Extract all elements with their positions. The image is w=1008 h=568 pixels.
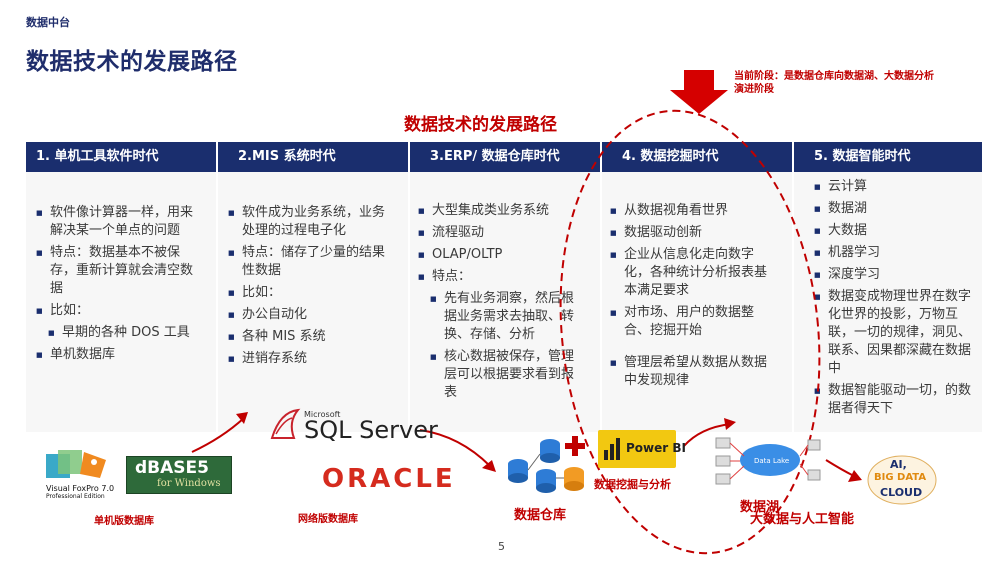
list-item: 数据变成物理世界在数字化世界的投影，万物互联，一切的规律，洞见、联系、因果都深藏… (814, 288, 974, 378)
list-item: 数据驱动创新 (610, 224, 774, 242)
era-2-list: 软件成为业务系统，业务处理的过程电子化 特点：储存了少量的结果性数据 比如： 办… (228, 204, 388, 372)
arrow-4 (825, 459, 855, 477)
brand-label: 数据中台 (26, 16, 70, 29)
foxpro-icon (46, 450, 106, 478)
era-3-header: 3.ERP/ 数据仓库时代 (430, 149, 560, 164)
data-lake-icon: Data Lake (715, 437, 821, 485)
database-cluster-icon (508, 439, 584, 493)
caption-datalake: 数据湖 (740, 500, 780, 515)
list-item: 云计算 (814, 178, 974, 196)
list-item: 进销存系统 (228, 350, 388, 368)
sql-server-logo: Microsoft SQL Server (268, 408, 438, 448)
divider (600, 142, 602, 172)
sql-server-icon (270, 408, 301, 439)
page-title: 数据技术的发展路径 (26, 49, 238, 75)
era-4-header: 4. 数据挖掘时代 (622, 149, 719, 164)
list-item: 特点：储存了少量的结果性数据 (228, 244, 388, 280)
divider (792, 142, 794, 172)
stage-note: 当前阶段：是数据仓库向数据湖、大数据分析演进阶段 (734, 71, 934, 95)
list-item: 软件像计算器一样，用来解决某一个单点的问题 (36, 204, 198, 240)
list-item: 数据湖 (814, 200, 974, 218)
caption-standalone-db: 单机版数据库 (94, 516, 154, 527)
power-bi-label: Power BI (626, 441, 686, 455)
list-item: 软件成为业务系统，业务处理的过程电子化 (228, 204, 388, 240)
list-item: 对市场、用户的数据整合、挖掘开始 (610, 304, 774, 340)
arrow-2 (419, 429, 491, 467)
list-item: 大数据 (814, 222, 974, 240)
sql-server-label: SQL Server (304, 416, 438, 444)
list-item: 管理层希望从数据从数据中发现规律 (610, 354, 774, 390)
down-arrow-icon (670, 70, 728, 114)
visual-foxpro-logo: Visual FoxPro 7.0 Professional Edition (44, 448, 114, 500)
list-item: 单机数据库 (36, 346, 198, 364)
list-item: 从数据视角看世界 (610, 202, 774, 220)
list-item: 大型集成类业务系统 (418, 202, 586, 220)
sql-microsoft-label: Microsoft (304, 410, 341, 419)
list-item: 特点：数据基本不被保存，重新计算就会清空数据 (36, 244, 198, 298)
era-4-list: 从数据视角看世界 数据驱动创新 企业从信息化走向数字化，各种统计分析报表基本满足… (610, 202, 774, 394)
bigdata-label: BIG DATA (874, 472, 927, 483)
arrow-4-head (848, 470, 862, 482)
era-2-header: 2.MIS 系统时代 (238, 149, 336, 164)
data-lake-label: Data Lake (754, 457, 789, 465)
caption-network-db: 网络版数据库 (298, 514, 358, 525)
era-5-header: 5. 数据智能时代 (814, 149, 911, 164)
arrow-1-head (236, 412, 248, 424)
list-item: OLAP/OLTP (418, 246, 586, 264)
ai-bigdata-cloud-logo: AI, BIG DATA CLOUD (862, 448, 942, 508)
cloud-icon (867, 455, 937, 505)
list-item: 办公自动化 (228, 306, 388, 324)
list-item: 比如： (228, 284, 388, 302)
caption-mining: 数据挖掘与分析 (594, 478, 671, 491)
divider (408, 142, 410, 172)
era-1-header: 1. 单机工具软件时代 (36, 149, 159, 164)
ai-label: AI, (890, 458, 907, 471)
era-3-list: 大型集成类业务系统 流程驱动 OLAP/OLTP 特点： 先有业务洞察，然后根据… (418, 202, 586, 406)
foxpro-edition: Professional Edition (46, 493, 105, 500)
dbase-title: dBASE5 (135, 458, 209, 478)
focus-ellipse (559, 109, 821, 555)
arrow-2-head (482, 460, 496, 472)
list-item: 企业从信息化走向数字化，各种统计分析报表基本满足要求 (610, 246, 774, 300)
caption-bigdata-ai: 大数据与人工智能 (750, 512, 855, 527)
list-item: 特点： (418, 268, 586, 286)
divider (216, 142, 218, 172)
arrow-3 (683, 423, 731, 447)
list-item: 早期的各种 DOS 工具 (36, 324, 198, 342)
arrow-3-head (724, 418, 736, 430)
cloud-label: CLOUD (880, 486, 923, 499)
list-item: 深度学习 (814, 266, 974, 284)
list-item: 流程驱动 (418, 224, 586, 242)
page-number: 5 (498, 540, 505, 553)
foxpro-label: Visual FoxPro 7.0 (46, 484, 115, 493)
list-item: 比如： (36, 302, 198, 320)
list-item: 先有业务洞察，然后根据业务需求去抽取、转换、存储、分析 (418, 290, 586, 344)
power-bi-icon (604, 438, 620, 460)
list-item: 各种 MIS 系统 (228, 328, 388, 346)
caption-warehouse: 数据仓库 (514, 508, 567, 523)
plus-icon (565, 443, 585, 449)
dbase-logo: dBASE5 for Windows (126, 456, 232, 494)
arrow-1 (191, 417, 245, 453)
era-5-list: 云计算 数据湖 大数据 机器学习 深度学习 数据变成物理世界在数字化世界的投影，… (814, 178, 974, 422)
list-item: 机器学习 (814, 244, 974, 262)
list-item: 核心数据被保存，管理层可以根据要求看到报表 (418, 348, 586, 402)
era-1-list: 软件像计算器一样，用来解决某一个单点的问题 特点：数据基本不被保存，重新计算就会… (36, 204, 198, 368)
dbase-subtitle: for Windows (157, 478, 221, 489)
power-bi-logo: Power BI (598, 430, 686, 468)
era-header-bar: 1. 单机工具软件时代 2.MIS 系统时代 3.ERP/ 数据仓库时代 4. … (26, 142, 982, 172)
diagram-subtitle: 数据技术的发展路径 (404, 115, 557, 135)
oracle-logo: ORACLE (322, 464, 456, 494)
